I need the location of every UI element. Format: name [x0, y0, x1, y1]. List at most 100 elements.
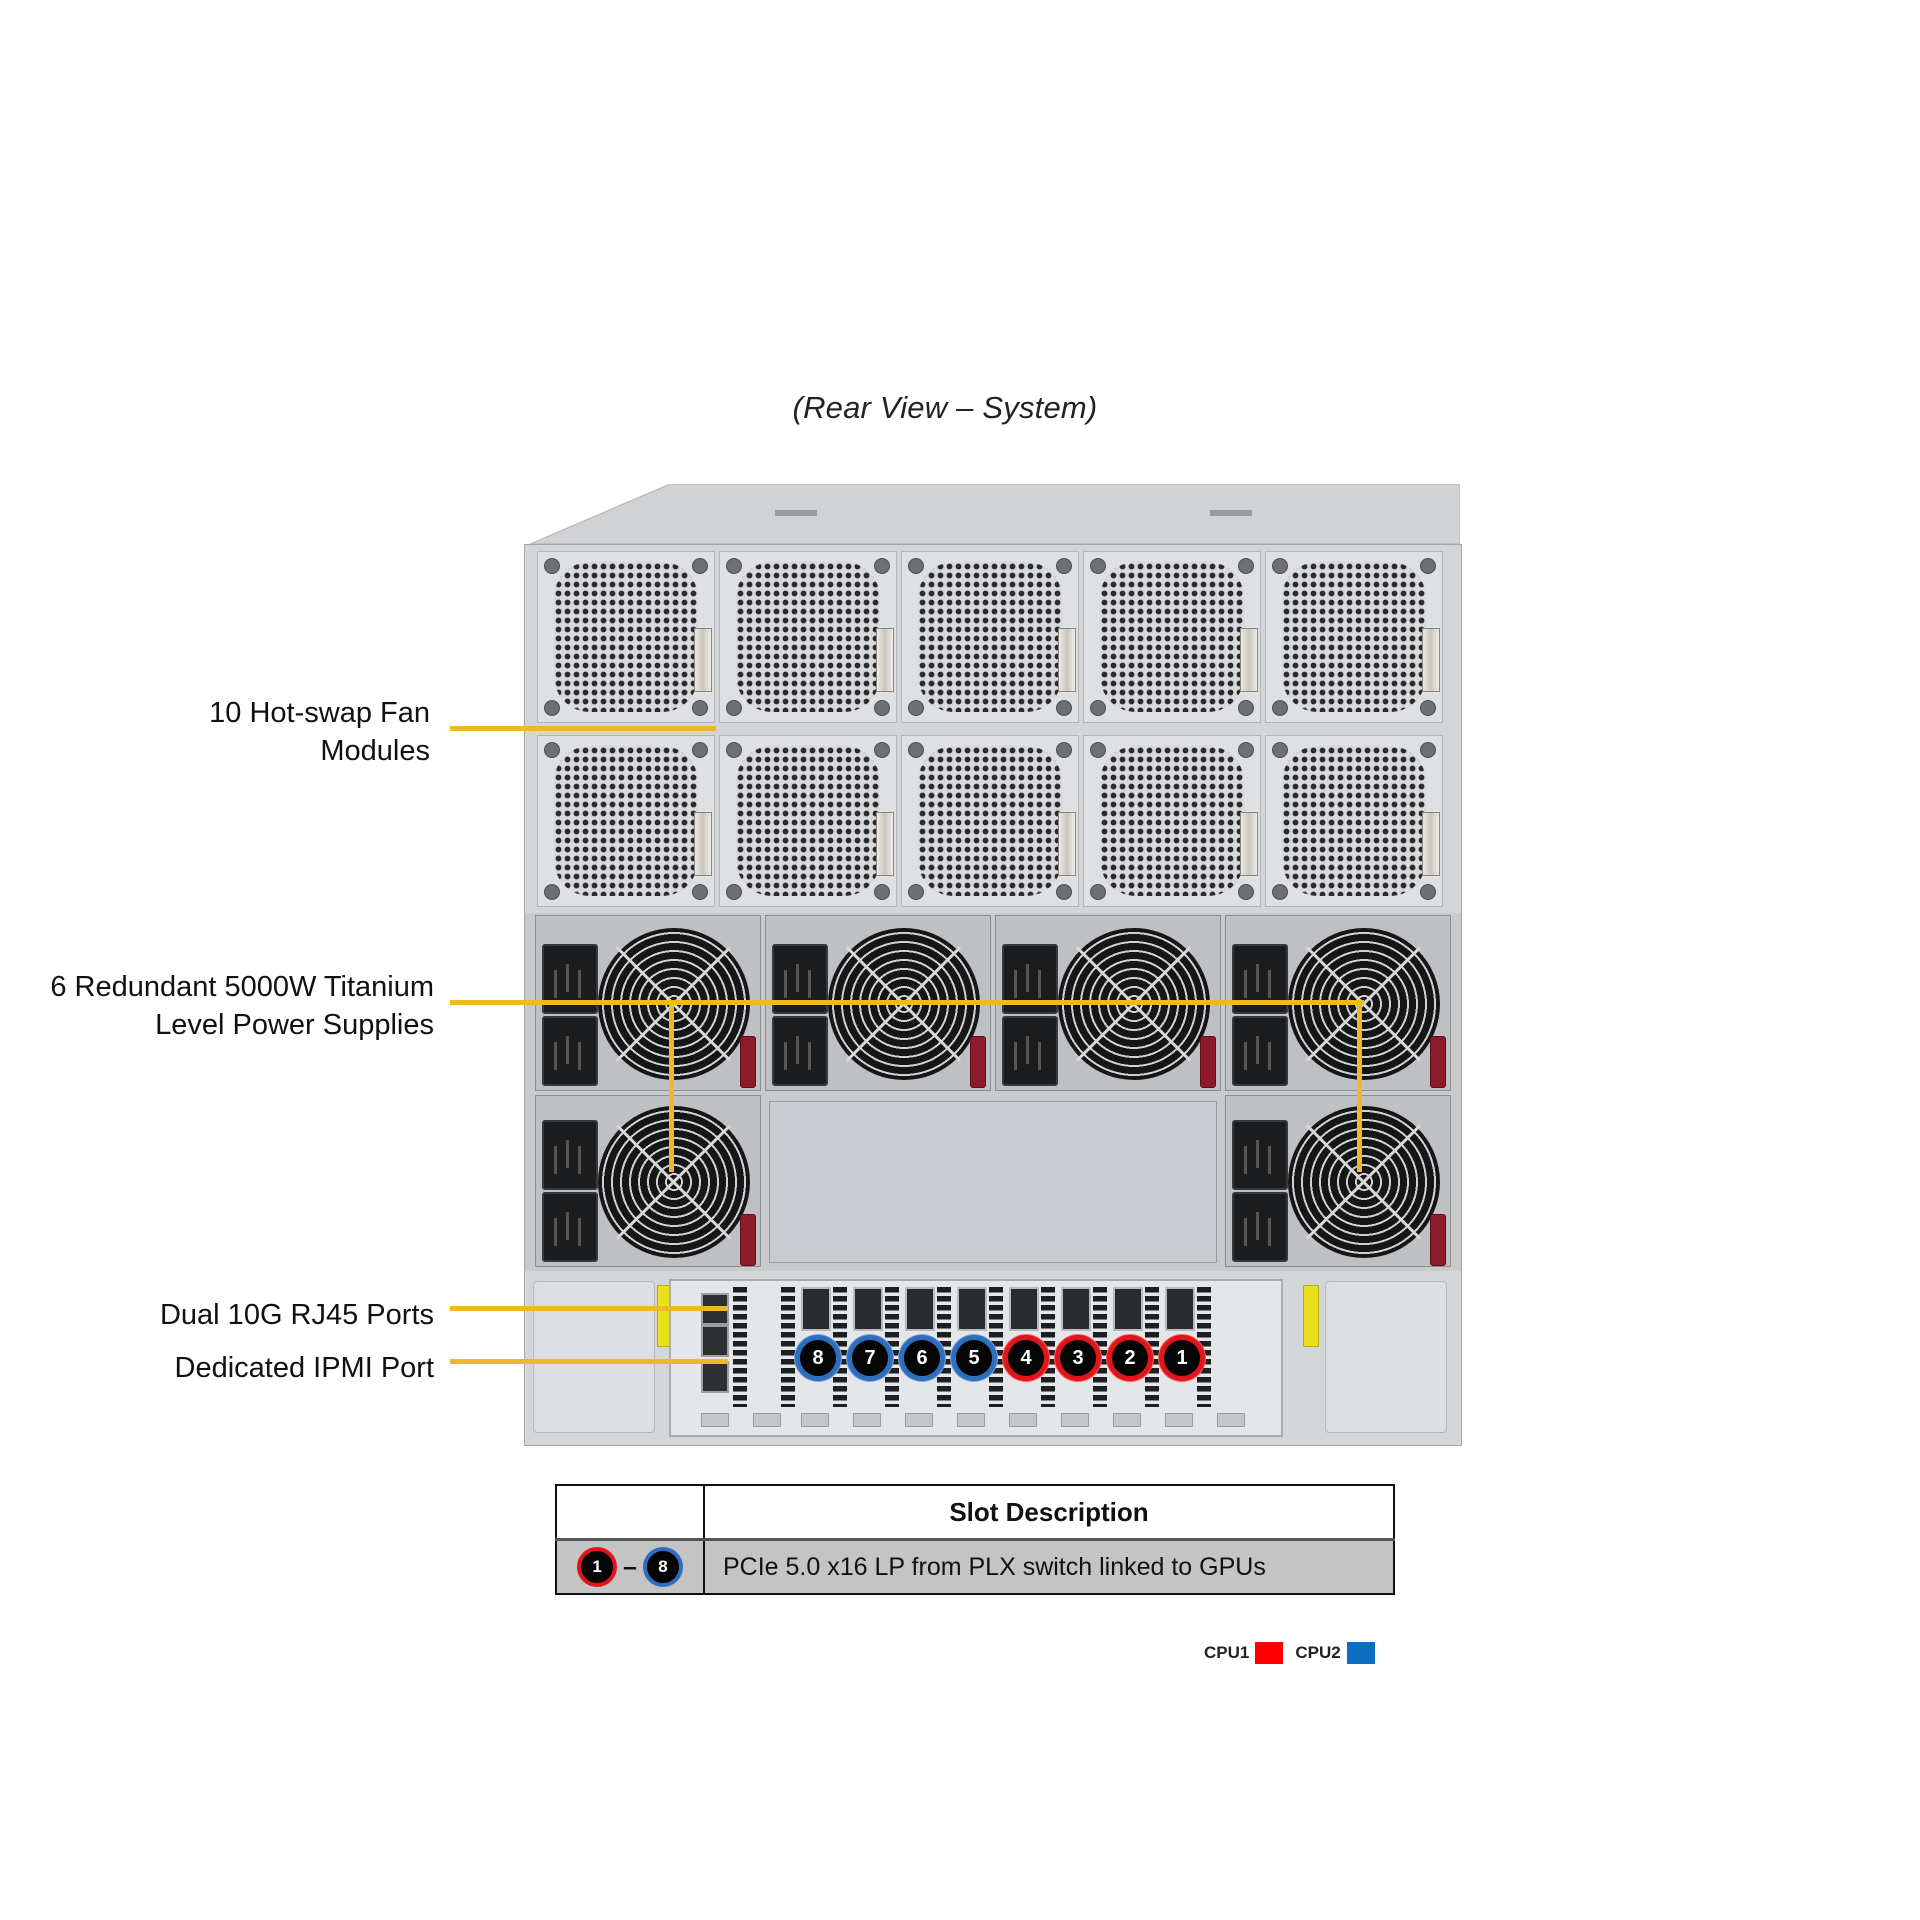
slot-badge-6: 6: [899, 1335, 945, 1381]
fan-handle-icon[interactable]: [876, 812, 894, 876]
table-row: 1–8 PCIe 5.0 x16 LP from PLX switch link…: [555, 1538, 1395, 1595]
power-inlet-icon[interactable]: [542, 1016, 598, 1086]
slot-badge-8: 8: [795, 1335, 841, 1381]
fan-handle-icon[interactable]: [694, 812, 712, 876]
vent-icon: [1197, 1287, 1211, 1407]
screw-icon: [1090, 884, 1106, 900]
table-header-empty-cell: [555, 1484, 705, 1541]
fan-module-8[interactable]: [901, 735, 1079, 907]
fan-module-4[interactable]: [1083, 551, 1261, 723]
vent-icon: [781, 1287, 795, 1407]
pcie-slot-1[interactable]: [1165, 1287, 1195, 1331]
screw-icon: [1238, 558, 1254, 574]
power-supply-6[interactable]: [1225, 1095, 1451, 1267]
fan-grille-icon: [918, 562, 1062, 712]
diagram-title: (Rear View – System): [792, 390, 1098, 425]
screw-icon: [1272, 558, 1288, 574]
leader-line-ipmi: [450, 1359, 728, 1364]
psu-release-latch[interactable]: [1200, 1036, 1216, 1088]
fan-handle-icon[interactable]: [876, 628, 894, 692]
leader-line-rj45: [450, 1306, 728, 1311]
psu-release-latch[interactable]: [1430, 1036, 1446, 1088]
fan-handle-icon[interactable]: [694, 628, 712, 692]
table-header-row: Slot Description: [555, 1484, 1395, 1541]
slot-bracket-icon: [957, 1413, 985, 1427]
fan-module-2[interactable]: [719, 551, 897, 723]
fan-module-9[interactable]: [1083, 735, 1261, 907]
power-inlet-icon[interactable]: [542, 1192, 598, 1262]
psu-release-latch[interactable]: [970, 1036, 986, 1088]
legend-swatch-cpu1: [1255, 1642, 1284, 1664]
vent-icon: [1145, 1287, 1159, 1407]
fan-grille-icon: [1100, 746, 1244, 896]
screw-icon: [1272, 742, 1288, 758]
fan-row-bottom: [525, 729, 1461, 913]
screw-icon: [1272, 884, 1288, 900]
fan-module-5[interactable]: [1265, 551, 1443, 723]
fan-grille-icon: [554, 562, 698, 712]
left-blank-cover: [533, 1281, 655, 1433]
power-supply-4[interactable]: [1225, 915, 1451, 1091]
screw-icon: [692, 742, 708, 758]
fan-handle-icon[interactable]: [1422, 812, 1440, 876]
fan-module-6[interactable]: [537, 735, 715, 907]
power-inlet-icon[interactable]: [1002, 1016, 1058, 1086]
ipmi-port[interactable]: [701, 1361, 729, 1393]
slot-badge-4: 4: [1003, 1335, 1049, 1381]
screw-icon: [1238, 884, 1254, 900]
fan-handle-icon[interactable]: [1058, 812, 1076, 876]
slot-badge-5: 5: [951, 1335, 997, 1381]
rj45-10g-port-2[interactable]: [701, 1325, 729, 1357]
vent-icon: [1041, 1287, 1055, 1407]
fan-module-1[interactable]: [537, 551, 715, 723]
screw-icon: [874, 700, 890, 716]
screw-icon: [726, 884, 742, 900]
pcie-slot-3[interactable]: [1061, 1287, 1091, 1331]
psu-blank-cover: [769, 1101, 1217, 1263]
screw-icon: [1420, 884, 1436, 900]
vent-icon: [989, 1287, 1003, 1407]
psu-fan-icon: [598, 1106, 750, 1258]
screw-icon: [544, 884, 560, 900]
pcie-slot-7[interactable]: [853, 1287, 883, 1331]
slot-bracket-icon: [1061, 1413, 1089, 1427]
slot-bracket-icon: [1009, 1413, 1037, 1427]
psu-release-latch[interactable]: [1430, 1214, 1446, 1266]
rear-io-area: 8 7 6 5 4 3 2 1: [525, 1271, 1461, 1445]
pcie-slot-5[interactable]: [957, 1287, 987, 1331]
power-inlet-icon[interactable]: [1232, 1192, 1288, 1262]
psu-release-latch[interactable]: [740, 1036, 756, 1088]
fan-handle-icon[interactable]: [1240, 812, 1258, 876]
power-inlet-icon[interactable]: [1232, 1120, 1288, 1190]
screw-icon: [692, 884, 708, 900]
leader-line-fans: [450, 726, 716, 731]
pcie-slot-6[interactable]: [905, 1287, 935, 1331]
fan-module-7[interactable]: [719, 735, 897, 907]
screw-icon: [908, 700, 924, 716]
screw-icon: [692, 700, 708, 716]
fan-handle-icon[interactable]: [1058, 628, 1076, 692]
slot-bracket-icon: [1217, 1413, 1245, 1427]
fan-handle-icon[interactable]: [1422, 628, 1440, 692]
leader-line-psu: [450, 1000, 1364, 1005]
fan-handle-icon[interactable]: [1240, 628, 1258, 692]
callout-ipmi-port: Dedicated IPMI Port: [174, 1352, 435, 1384]
right-yellow-pull-tab[interactable]: [1303, 1285, 1319, 1347]
pcie-io-panel: 8 7 6 5 4 3 2 1: [669, 1279, 1283, 1437]
slot-badge-2: 2: [1107, 1335, 1153, 1381]
fan-module-3[interactable]: [901, 551, 1079, 723]
legend-label-cpu1: CPU1: [1204, 1643, 1250, 1662]
power-inlet-icon[interactable]: [772, 1016, 828, 1086]
power-inlet-icon[interactable]: [1232, 1016, 1288, 1086]
pcie-slot-8[interactable]: [801, 1287, 831, 1331]
pcie-slot-2[interactable]: [1113, 1287, 1143, 1331]
fan-grille-icon: [554, 746, 698, 896]
power-inlet-icon[interactable]: [542, 1120, 598, 1190]
callout-fan-modules: 10 Hot-swap Fan Modules: [209, 697, 430, 767]
psu-release-latch[interactable]: [740, 1214, 756, 1266]
pcie-slot-4[interactable]: [1009, 1287, 1039, 1331]
fan-module-10[interactable]: [1265, 735, 1443, 907]
screw-icon: [726, 558, 742, 574]
vent-icon: [833, 1287, 847, 1407]
power-supply-5[interactable]: [535, 1095, 761, 1267]
